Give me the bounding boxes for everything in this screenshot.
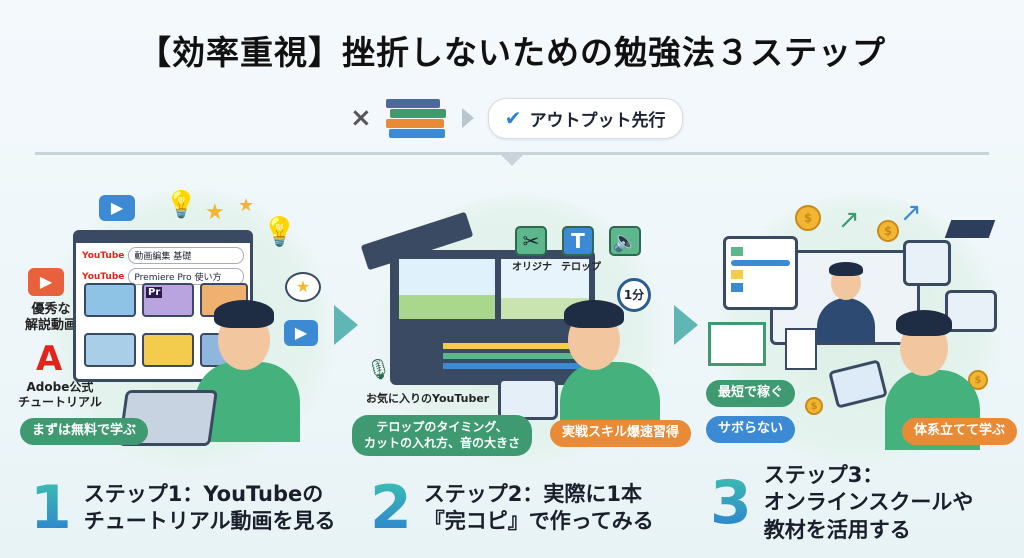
step-2: 2 ステップ2：実際に1本『完コピ』で作ってみる bbox=[370, 478, 654, 538]
editor-window bbox=[390, 250, 595, 385]
youtube-play-icon: ▶ bbox=[28, 268, 64, 296]
student-video-tile bbox=[903, 240, 951, 286]
video-thumbnail[interactable] bbox=[142, 333, 194, 367]
timeline-clip[interactable] bbox=[443, 363, 583, 369]
timeline-clip[interactable] bbox=[443, 343, 573, 349]
step-1: 1 ステップ1：YouTubeのチュートリアル動画を見る bbox=[30, 478, 336, 538]
badge-label: アウトプット先行 bbox=[529, 110, 666, 131]
timer-icon: 1分 bbox=[617, 278, 651, 312]
tag-practical-skill: 実戦スキル爆速習得 bbox=[550, 420, 692, 447]
step-number: 1 bbox=[30, 473, 72, 543]
adobe-logo-icon: A bbox=[36, 339, 63, 379]
search-input[interactable]: 動画編集 基礎 bbox=[128, 247, 244, 264]
label-adobe: Adobe公式 チュートリアル bbox=[18, 380, 102, 409]
lightbulb-icon: 💡 bbox=[262, 215, 297, 248]
step-line: 教材を活用する bbox=[763, 517, 911, 542]
browser-titlebar bbox=[76, 233, 250, 243]
step-number: 3 bbox=[710, 467, 752, 538]
growth-arrow-icon: ↗ bbox=[900, 198, 922, 228]
tag-no-slacking: サボらない bbox=[706, 416, 796, 443]
video-thumbnail[interactable] bbox=[84, 283, 136, 317]
play-icon: ▶ bbox=[284, 320, 318, 346]
step-number: 2 bbox=[370, 473, 412, 543]
coin-icon: $ bbox=[805, 397, 823, 415]
step-line: ステップ3： bbox=[763, 463, 884, 487]
speaker-icon: 🔈 bbox=[609, 226, 641, 256]
check-icon: ✔ bbox=[504, 106, 522, 130]
growth-arrow-icon: ↗ bbox=[838, 205, 860, 235]
step-line: オンラインスクールや bbox=[763, 490, 974, 515]
star-bubble-icon: ★ bbox=[285, 272, 321, 302]
subheader: × ✔ アウトプット先行 bbox=[350, 97, 683, 139]
coin-icon: $ bbox=[795, 205, 821, 231]
premiere-logo: Pr bbox=[146, 287, 163, 298]
star-icon: ★ bbox=[238, 195, 255, 216]
play-icon: ▶ bbox=[99, 195, 135, 221]
tool-label-telop: テロップ bbox=[561, 262, 601, 273]
coin-icon: $ bbox=[877, 220, 899, 242]
step-3: 3 ステップ3： オンラインスクールや教材を活用する bbox=[710, 462, 973, 544]
chevron-right-icon bbox=[461, 108, 474, 128]
tag-systematic: 体系立てて学ぶ bbox=[902, 418, 1018, 445]
preview-left bbox=[399, 259, 495, 319]
timeline-clip[interactable] bbox=[443, 353, 583, 359]
star-icon: ★ bbox=[205, 200, 225, 225]
step-line: チュートリアル動画を見る bbox=[83, 509, 336, 533]
step-line: 『完コピ』で作ってみる bbox=[423, 509, 654, 533]
page-title: 【効率重視】挫折しないための勉強法３ステップ bbox=[138, 33, 886, 72]
laptop bbox=[498, 378, 558, 420]
label-youtuber: お気に入りのYouTuber bbox=[366, 392, 490, 405]
step-line: ステップ2：実際に1本 bbox=[423, 481, 642, 506]
tag-editing-points: テロップのタイミング、 カットの入れ方、音の大きさ bbox=[352, 415, 533, 457]
books-icon bbox=[385, 97, 448, 139]
lightbulb-icon: 💡 bbox=[165, 190, 198, 220]
tag-free-learning: まずは無料で学ぶ bbox=[20, 418, 149, 445]
times-symbol: × bbox=[350, 103, 372, 133]
certificate-icon bbox=[708, 322, 766, 366]
tag-earn-fast: 最短で稼ぐ bbox=[706, 380, 796, 407]
microphone-icon: 🎙 bbox=[366, 357, 392, 381]
course-list-window bbox=[723, 236, 798, 310]
output-first-badge: ✔ アウトプット先行 bbox=[487, 97, 683, 139]
scissors-icon: ✂ bbox=[515, 226, 547, 256]
document-icon bbox=[785, 328, 817, 370]
student-video-tile bbox=[945, 290, 997, 332]
text-tool-icon: T bbox=[562, 226, 594, 256]
coin-icon: $ bbox=[968, 370, 988, 390]
divider bbox=[35, 152, 989, 155]
video-thumbnail[interactable]: Pr bbox=[142, 283, 194, 317]
divider-notch bbox=[500, 154, 524, 166]
search-row: YouTube 動画編集 基礎 bbox=[82, 247, 244, 264]
step-line: ステップ1：YouTubeの bbox=[83, 481, 324, 506]
arrow-right-icon bbox=[334, 305, 358, 345]
graduation-cap-icon bbox=[944, 220, 996, 238]
arrow-right-icon bbox=[674, 305, 698, 345]
label-videos: 優秀な 解説動画 bbox=[25, 302, 78, 334]
video-thumbnail[interactable] bbox=[84, 333, 136, 367]
tool-label-original: オリジナ bbox=[512, 262, 552, 273]
youtube-logo: YouTube bbox=[82, 250, 125, 261]
youtube-logo: YouTube bbox=[82, 271, 125, 282]
